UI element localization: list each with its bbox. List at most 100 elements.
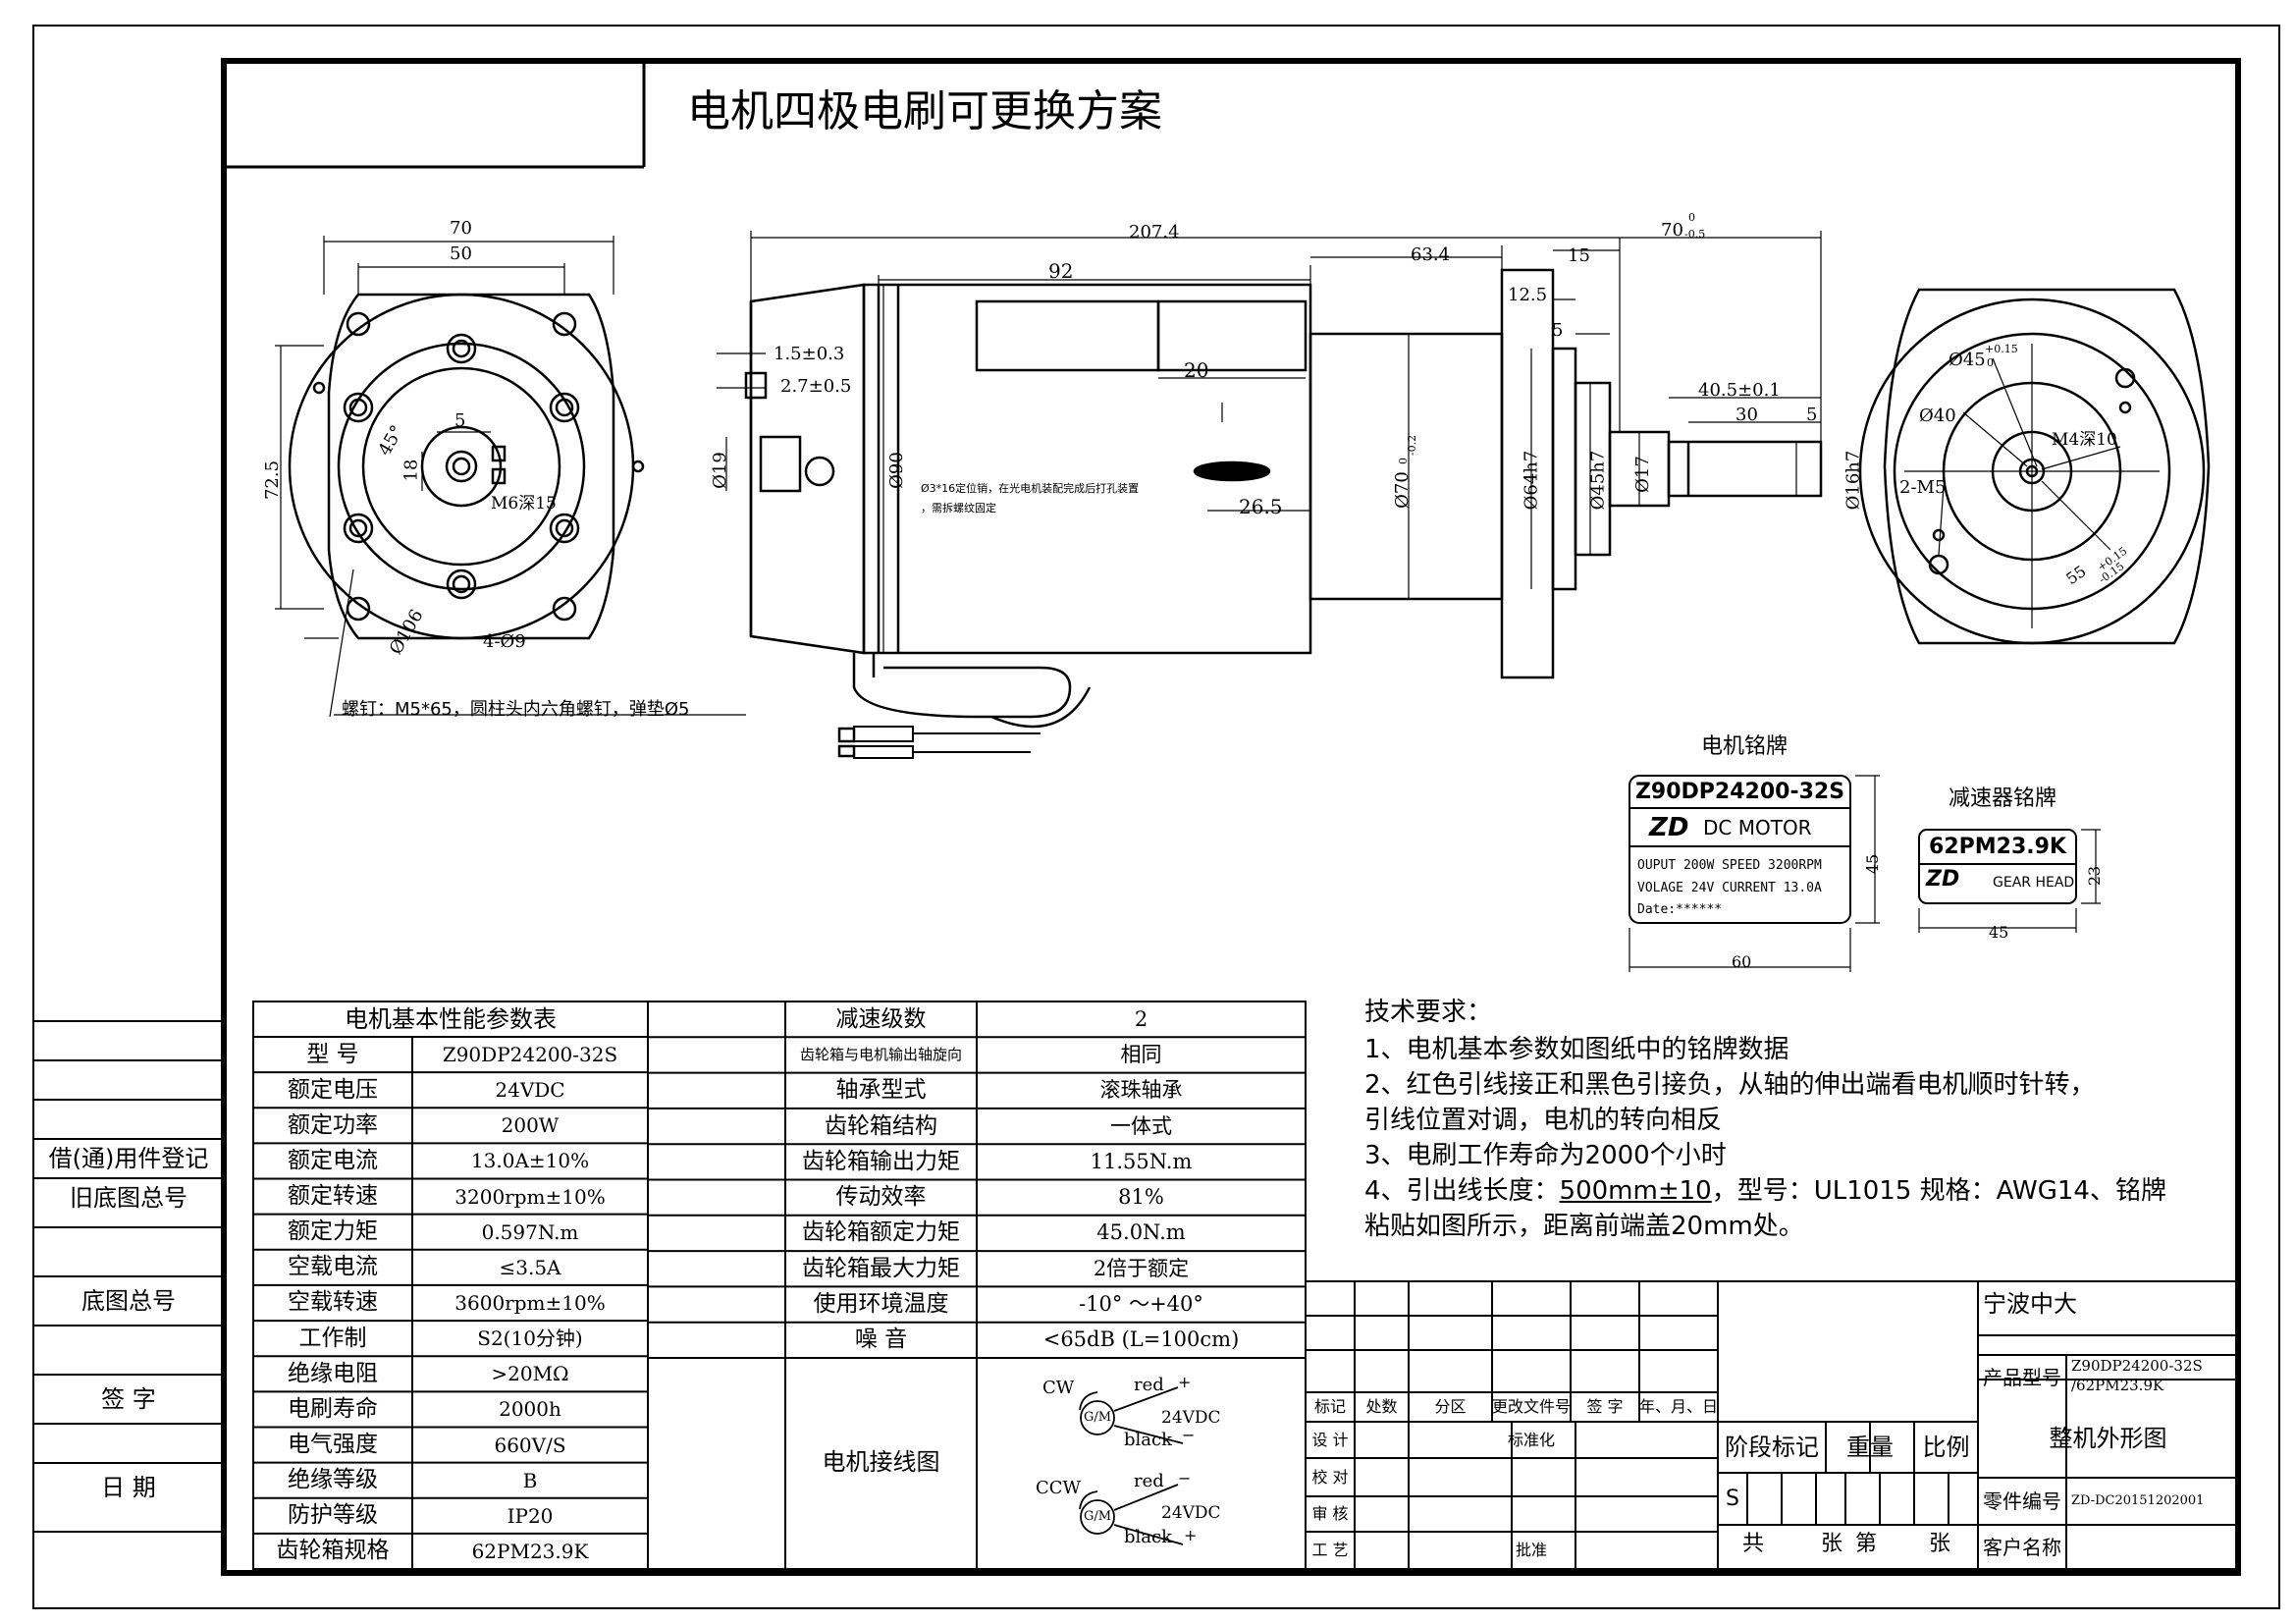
dim-12-5: 12.5 <box>1508 285 1548 305</box>
tech-title: 技术要求： <box>1364 998 1493 1027</box>
gear-param-key: 减速级数 <box>835 1005 927 1032</box>
motor-plate-dim-h: 45 <box>1863 853 1883 875</box>
dim-d17: Ø17 <box>1631 456 1653 493</box>
wiring-v-1: 24VDC <box>1161 1408 1221 1428</box>
dim-1-5: 1.5±0.3 <box>774 344 845 364</box>
output-end-view <box>1858 288 2211 645</box>
dim-70tol: 70 <box>1661 220 1683 241</box>
motor-nameplate <box>1629 775 1851 924</box>
gear-param-key: 齿轮箱输出力矩 <box>802 1148 960 1174</box>
wiring-ccw: CCW <box>1036 1478 1082 1498</box>
dim-r45-sub: 0 <box>1987 356 1994 369</box>
tb-rev-header: 标记 <box>1313 1397 1346 1416</box>
locating-pin-note-1: Ø3*16定位销，在光电机装配完成后打孔装置 <box>921 482 1140 495</box>
params-header: 电机基本性能参数表 <box>345 1005 557 1033</box>
tb-std: 标准化 <box>1507 1430 1555 1449</box>
tech-line-1: 1、电机基本参数如图纸中的铭牌数据 <box>1364 1035 1789 1064</box>
tb-product-value-2: /62PM23.9K <box>2071 1377 2164 1394</box>
dim-50: 50 <box>450 244 472 264</box>
gear-param-key: 齿轮箱结构 <box>825 1112 937 1139</box>
param-key: 电刷寿命 <box>288 1395 378 1422</box>
param-key: 绝缘电阻 <box>288 1360 378 1386</box>
dim-5c: 5 <box>1806 405 1818 425</box>
gear-nameplate <box>1918 829 2077 904</box>
gear-param-key: 使用环境温度 <box>813 1291 949 1318</box>
dim-70tol-sup: 0 <box>1688 211 1695 224</box>
gear-param-key: 齿轮箱与电机输出轴旋向 <box>799 1045 962 1063</box>
param-key: 型 号 <box>306 1041 359 1067</box>
tb-rev-header: 更改文件号 <box>1492 1397 1572 1416</box>
tb-zhang-1: 张 <box>1821 1532 1843 1556</box>
motor-plate-heading: 电机铭牌 <box>1701 734 1789 759</box>
dim-70: 70 <box>450 218 472 239</box>
dim-63-4: 63.4 <box>1411 244 1451 265</box>
dim-92: 92 <box>1048 259 1074 283</box>
wiring-black-1: black <box>1124 1430 1172 1450</box>
gear-param-value: 45.0N.m <box>1096 1220 1186 1245</box>
gear-param-value: 2倍于额定 <box>1093 1256 1190 1280</box>
dim-d19: Ø19 <box>709 452 730 489</box>
param-key: 额定电流 <box>288 1147 378 1173</box>
front-end-view <box>288 293 645 640</box>
dim-r45: Ø45 <box>1949 350 1986 370</box>
dim-d70h-sup: 0 <box>1397 458 1410 464</box>
param-key: 额定电压 <box>288 1076 378 1103</box>
wiring-v-2: 24VDC <box>1161 1503 1221 1523</box>
dim-d70h: Ø70 <box>1391 471 1413 509</box>
gear-plate-model: 62PM23.9K <box>1929 835 2066 859</box>
wiring-black-2: black <box>1124 1527 1172 1547</box>
wiring-plus-2: + <box>1184 1526 1198 1544</box>
param-value: 660V/S <box>494 1433 566 1457</box>
param-value: ≤3.5A <box>499 1255 561 1279</box>
dim-d70h-sub: -0.2 <box>1406 434 1419 457</box>
wiring-cw: CW <box>1042 1378 1075 1398</box>
side-register-3: 底图总号 <box>81 1287 176 1315</box>
motor-plate-line1: OUPUT 200W SPEED 3200RPM <box>1637 858 1822 873</box>
param-value: B <box>522 1468 538 1492</box>
dim-207-4: 207.4 <box>1129 222 1180 243</box>
gear-param-key: 噪 音 <box>854 1326 908 1353</box>
tb-sign-row: 设 计 <box>1311 1430 1349 1449</box>
dim-d45h7: Ø45h7 <box>1587 450 1609 511</box>
tb-customer-label: 客户名称 <box>1983 1535 2061 1559</box>
tech-line-2: 2、红色引线接正和黑色引接负，从轴的伸出端看电机顺时针转， <box>1364 1070 2096 1100</box>
side-register-4: 签 字 <box>101 1385 156 1413</box>
wiring-minus-1: − <box>1182 1426 1196 1444</box>
param-key: 空载电流 <box>288 1254 378 1280</box>
tb-rev-header: 年、月、日 <box>1639 1397 1719 1416</box>
dim-5b: 5 <box>1552 320 1564 341</box>
tb-product-label: 产品型号 <box>1983 1365 2061 1389</box>
dim-70tol-sub: -0.5 <box>1684 228 1706 241</box>
gear-param-key: 齿轮箱最大力矩 <box>802 1255 960 1281</box>
motor-plate-line2: VOLAGE 24V CURRENT 13.0A <box>1637 881 1822 895</box>
gear-param-key: 齿轮箱额定力矩 <box>802 1219 960 1246</box>
tb-scale: 比例 <box>1922 1434 1970 1461</box>
locating-pin-note-2: ，需拆螺纹固定 <box>921 502 996 514</box>
param-value: >20MΩ <box>491 1362 569 1386</box>
param-value: 0.597N.m <box>481 1219 579 1244</box>
tb-rev-header: 分区 <box>1434 1397 1467 1416</box>
param-key: 空载转速 <box>288 1289 378 1316</box>
param-key: 额定力矩 <box>288 1218 378 1245</box>
gear-plate-dim-w: 45 <box>1989 923 2009 942</box>
dim-40-5: 40.5±0.1 <box>1698 380 1781 401</box>
param-value: 2000h <box>499 1397 561 1422</box>
tb-drawing-name: 整机外形图 <box>2049 1425 2167 1452</box>
tech-line-5-len: 500mm±10 <box>1559 1176 1712 1206</box>
tb-di: 第 <box>1855 1532 1878 1556</box>
dim-d16: Ø16h7 <box>1842 450 1864 511</box>
screw-note: 螺钉：M5*65，圆柱头内六角螺钉，弹垫Ø5 <box>342 699 690 720</box>
drawing-title: 电机四极电刷可更换方案 <box>687 86 1162 136</box>
wiring-diagram <box>1079 1386 1184 1545</box>
side-register-5: 日 期 <box>101 1474 156 1501</box>
tb-part-value: ZD-DC20151202001 <box>2071 1493 2205 1508</box>
param-value: IP20 <box>507 1503 554 1528</box>
wiring-minus-2: − <box>1178 1469 1192 1488</box>
tb-sign-row: 工 艺 <box>1311 1541 1349 1559</box>
gear-param-value: 滚珠轴承 <box>1099 1078 1183 1103</box>
motor-plate-line3: Date:****** <box>1637 902 1723 917</box>
dim-m5: 2-M5 <box>1899 477 1947 498</box>
param-value: S2(10分钟) <box>477 1326 583 1351</box>
param-value: 3200rpm±10% <box>454 1184 606 1209</box>
